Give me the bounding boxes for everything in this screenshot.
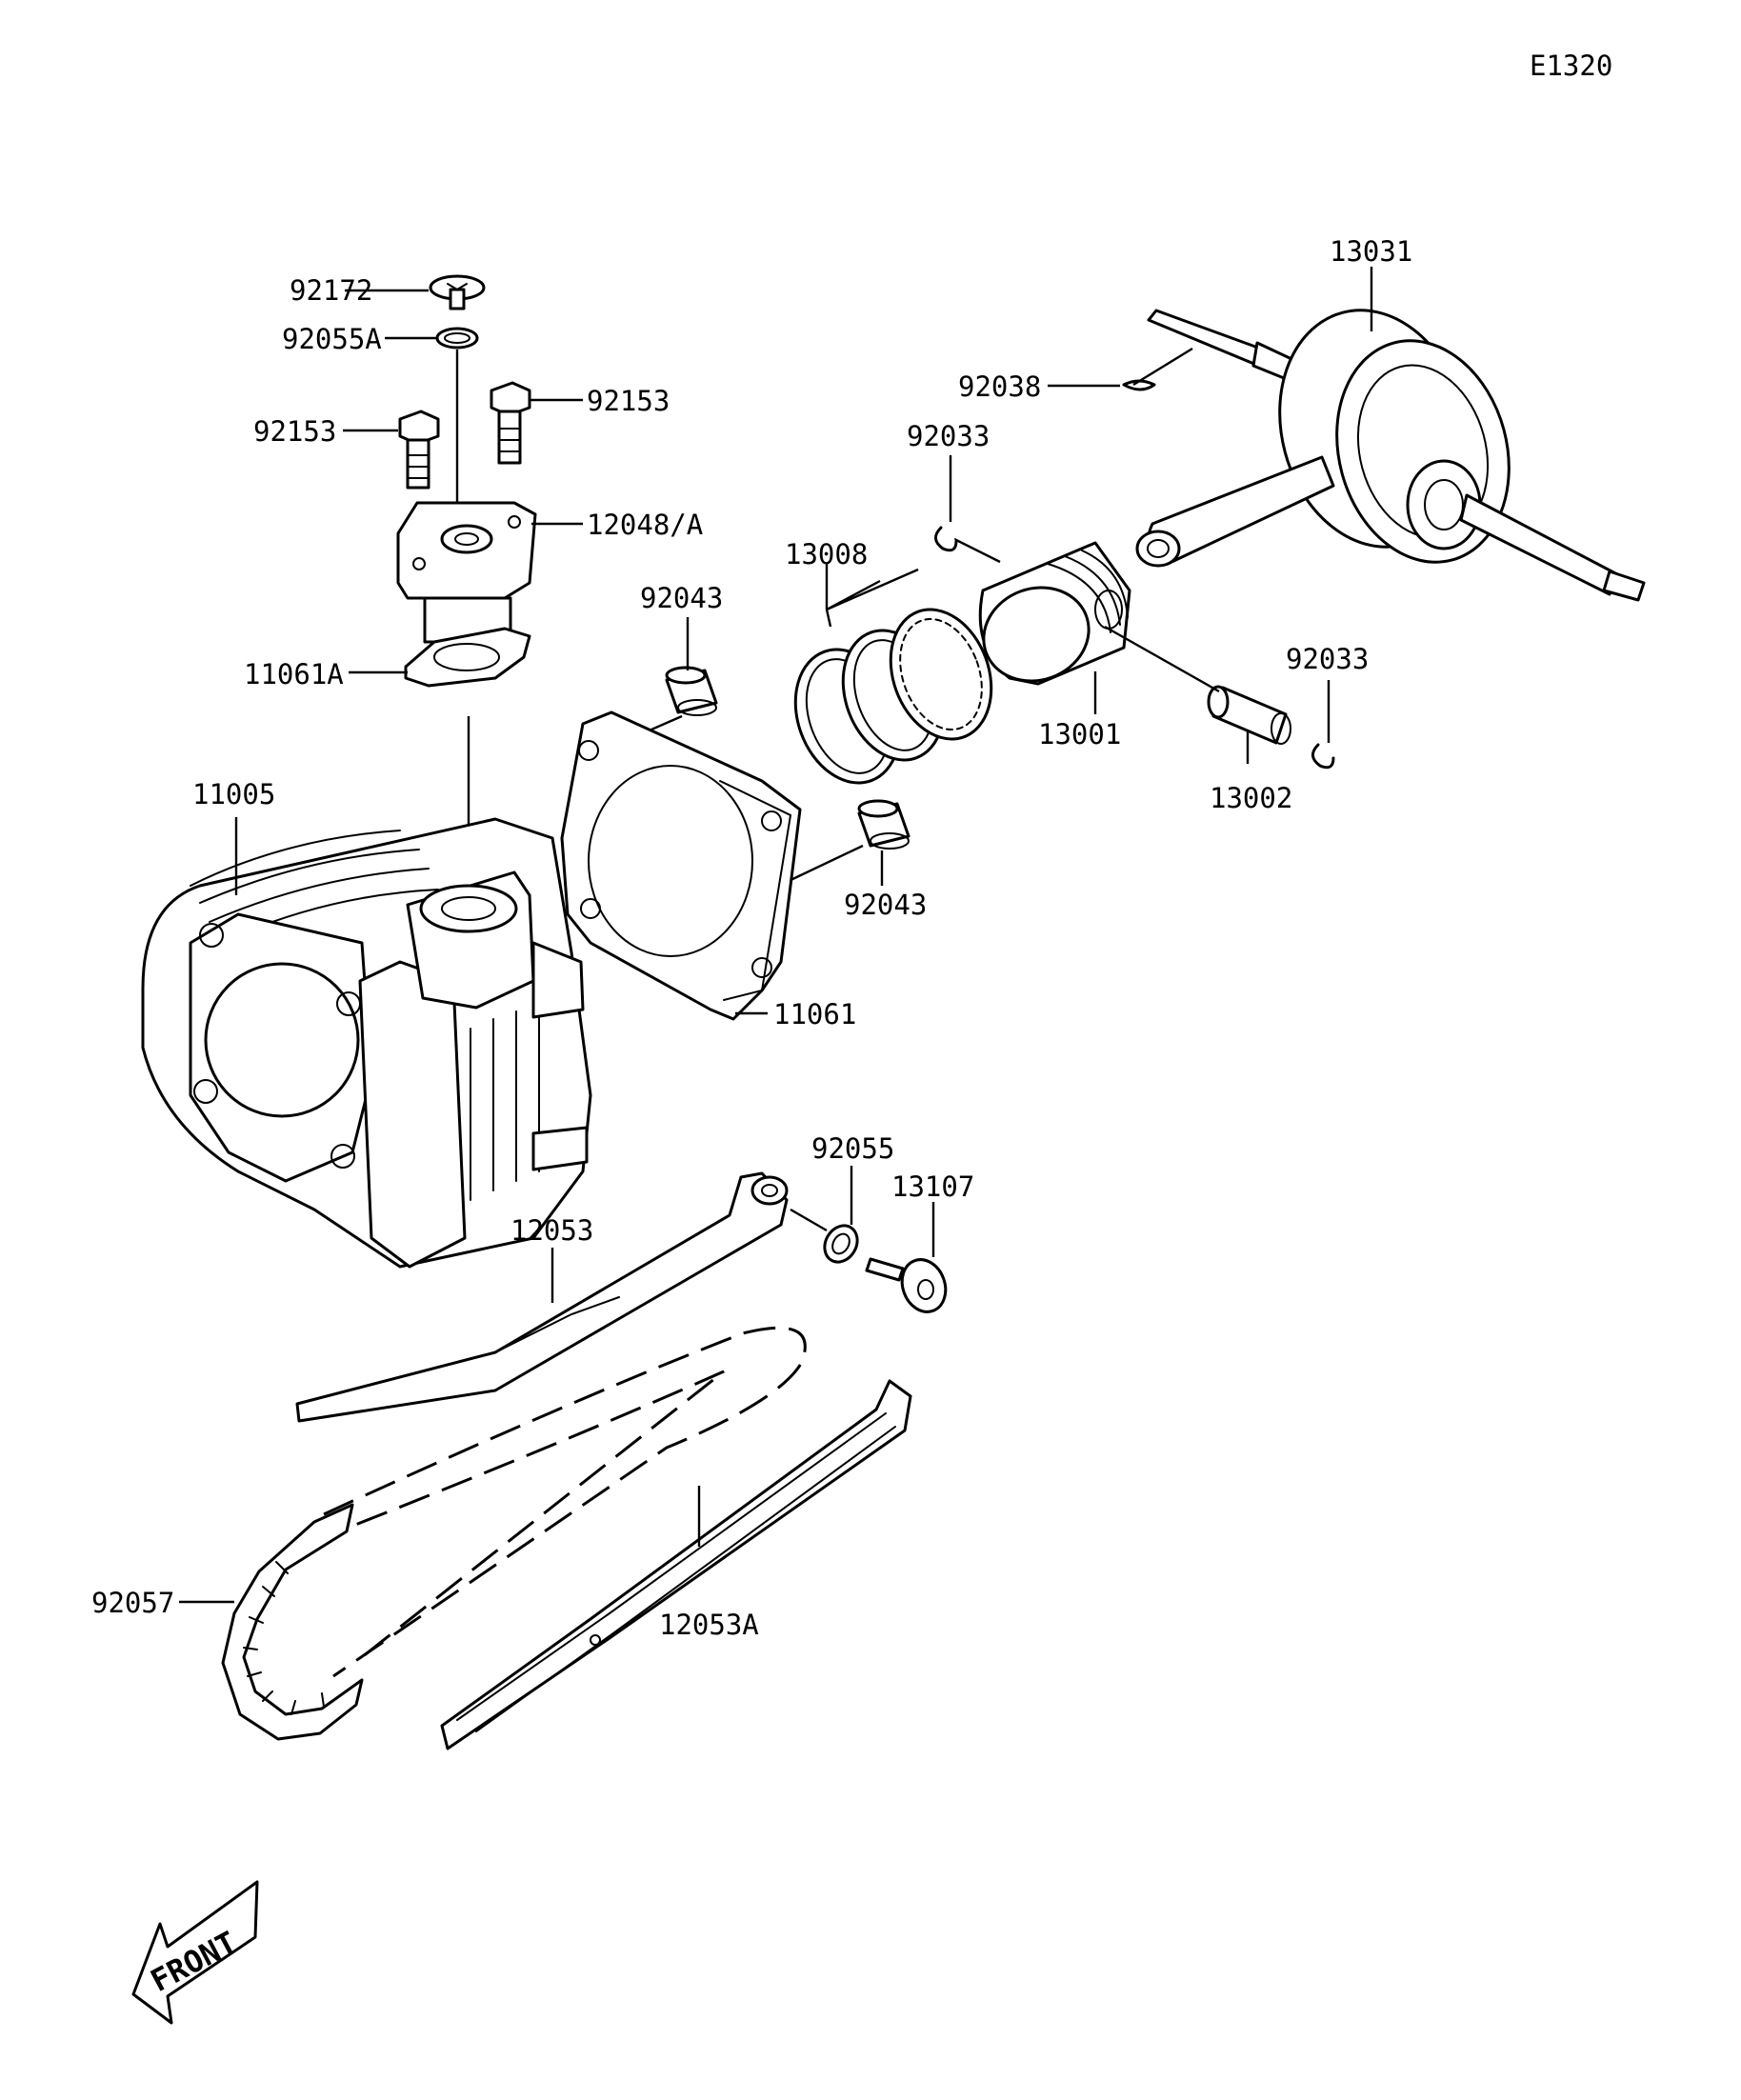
label-92055a: 92055A (282, 323, 382, 355)
label-13002: 13002 (1210, 782, 1292, 814)
dowel-pin-92043-top (665, 666, 718, 716)
label-92153-right: 92153 (587, 385, 670, 417)
piston-13001 (978, 541, 1131, 686)
label-12048a: 12048/A (587, 509, 703, 541)
label-92043-top: 92043 (640, 582, 723, 614)
label-11061: 11061 (773, 998, 856, 1030)
label-12053a: 12053A (659, 1609, 759, 1641)
label-11061a: 11061A (244, 658, 344, 690)
crankshaft-13031 (1135, 309, 1646, 602)
guide-bolt-13107 (865, 1257, 948, 1313)
dowel-pin-92043-bottom (857, 799, 911, 850)
label-92033-right: 92033 (1286, 643, 1369, 675)
bolt-92153-left (398, 410, 440, 490)
cylinder-gasket-11061 (560, 710, 802, 1021)
cam-chain-tensioner-assembly (396, 274, 537, 874)
label-92033-top: 92033 (907, 420, 990, 452)
tensioner-body-12048a (396, 501, 537, 670)
piston-rings-13008 (793, 608, 993, 785)
piston-pin-clip-92033-top (934, 526, 958, 552)
label-92172: 92172 (290, 274, 372, 307)
screw-92172 (429, 274, 486, 310)
label-11005: 11005 (192, 778, 275, 810)
label-13008: 13008 (785, 538, 868, 570)
label-13031: 13031 (1330, 235, 1412, 268)
crankshaft-key-92038 (1122, 379, 1156, 391)
washer-92055 (823, 1224, 859, 1264)
chain-guide-12053a (440, 1379, 912, 1750)
label-92043-bottom: 92043 (844, 889, 927, 921)
leader-lines (179, 267, 1373, 1604)
piston-pin-13002 (1207, 685, 1291, 745)
label-92055: 92055 (811, 1132, 894, 1165)
label-13001: 13001 (1038, 718, 1121, 750)
label-92153-left: 92153 (253, 415, 336, 448)
diagram-code: E1320 (1530, 50, 1612, 82)
chain-guide-12053 (295, 1171, 789, 1423)
gasket-11061a (404, 627, 531, 688)
label-92057: 92057 (91, 1587, 174, 1619)
label-92038: 92038 (958, 370, 1041, 403)
cylinder-11005 (141, 817, 592, 1269)
piston-pin-clip-92033-right (1311, 743, 1335, 770)
label-13107: 13107 (891, 1170, 974, 1203)
cam-chain-92057 (221, 1326, 807, 1741)
washer-92055a (435, 327, 479, 350)
label-12053: 12053 (510, 1214, 593, 1247)
bolt-92153-right (490, 381, 531, 465)
front-direction-arrow: FRONT (131, 1880, 259, 2025)
part-labels: 92172 92055A 92153 92153 12048/A 11061A … (91, 235, 1412, 1641)
